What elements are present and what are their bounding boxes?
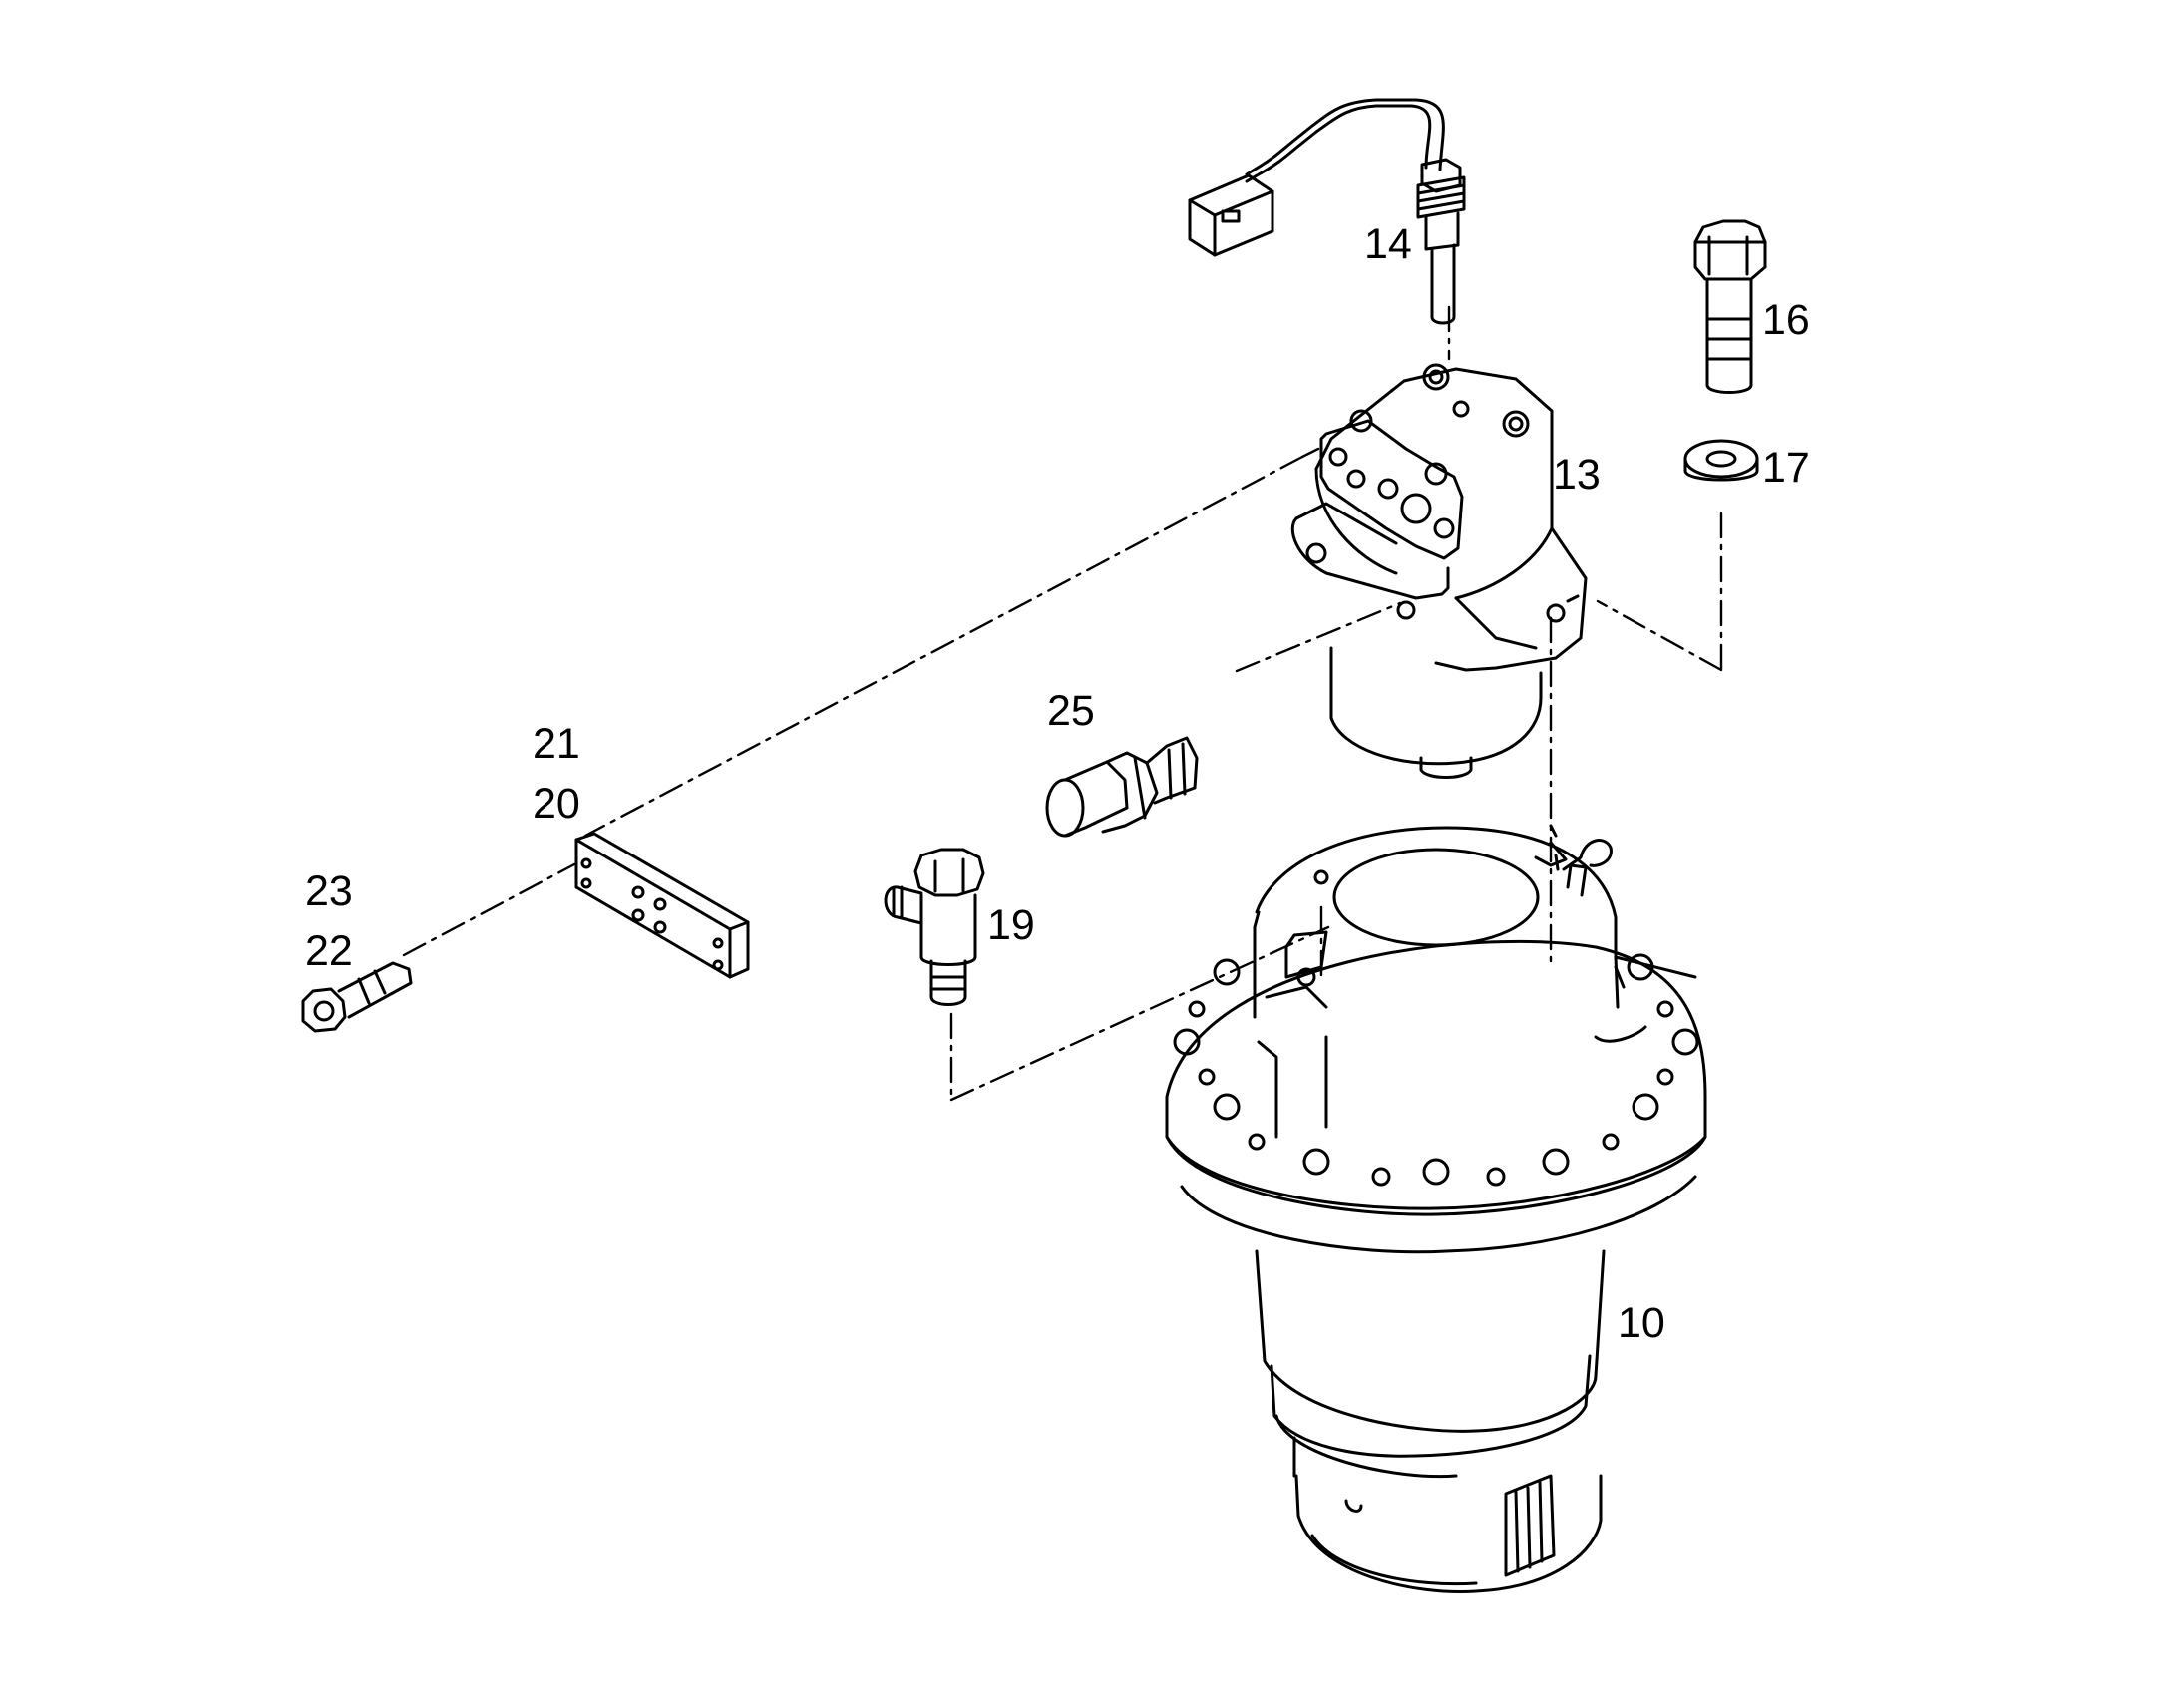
callout-label-22: 22 — [305, 927, 353, 975]
leader-line-17-to-13 — [1596, 599, 1723, 672]
callout-label-16: 16 — [1762, 296, 1810, 344]
leader-line-25-to-13 — [1235, 601, 1402, 673]
connector-plug — [1188, 173, 1274, 257]
plate-part-20-21 — [574, 832, 750, 979]
screw-part-22-23 — [301, 961, 413, 1033]
callout-label-10: 10 — [1618, 1299, 1665, 1347]
tee-fitting-part-19 — [884, 848, 985, 1006]
fitting-part-25 — [1045, 736, 1199, 838]
callout-label-13: 13 — [1553, 451, 1601, 499]
callout-label-20: 20 — [533, 780, 580, 828]
callout-label-21: 21 — [533, 720, 580, 768]
washer-part-17 — [1683, 439, 1759, 482]
callout-label-19: 19 — [987, 901, 1035, 949]
gearbox-part-10 — [1165, 824, 1707, 1593]
bolt-part-16 — [1693, 219, 1767, 394]
leader-line-21-to-13 — [583, 455, 1304, 838]
callout-label-17: 17 — [1762, 444, 1810, 492]
leader-line-22-to-20 — [402, 862, 576, 957]
assembly-leader-lines — [402, 305, 1723, 1102]
motor-part-13 — [1290, 363, 1588, 779]
callout-label-23: 23 — [305, 867, 353, 915]
leader-line-19-to-10 — [949, 925, 1330, 1102]
callout-leaders — [1300, 447, 1320, 459]
motor-flange-plate — [1319, 419, 1464, 560]
callout-label-14: 14 — [1364, 220, 1412, 268]
callout-label-25: 25 — [1047, 687, 1095, 735]
sensor-part-14 — [1188, 98, 1466, 325]
